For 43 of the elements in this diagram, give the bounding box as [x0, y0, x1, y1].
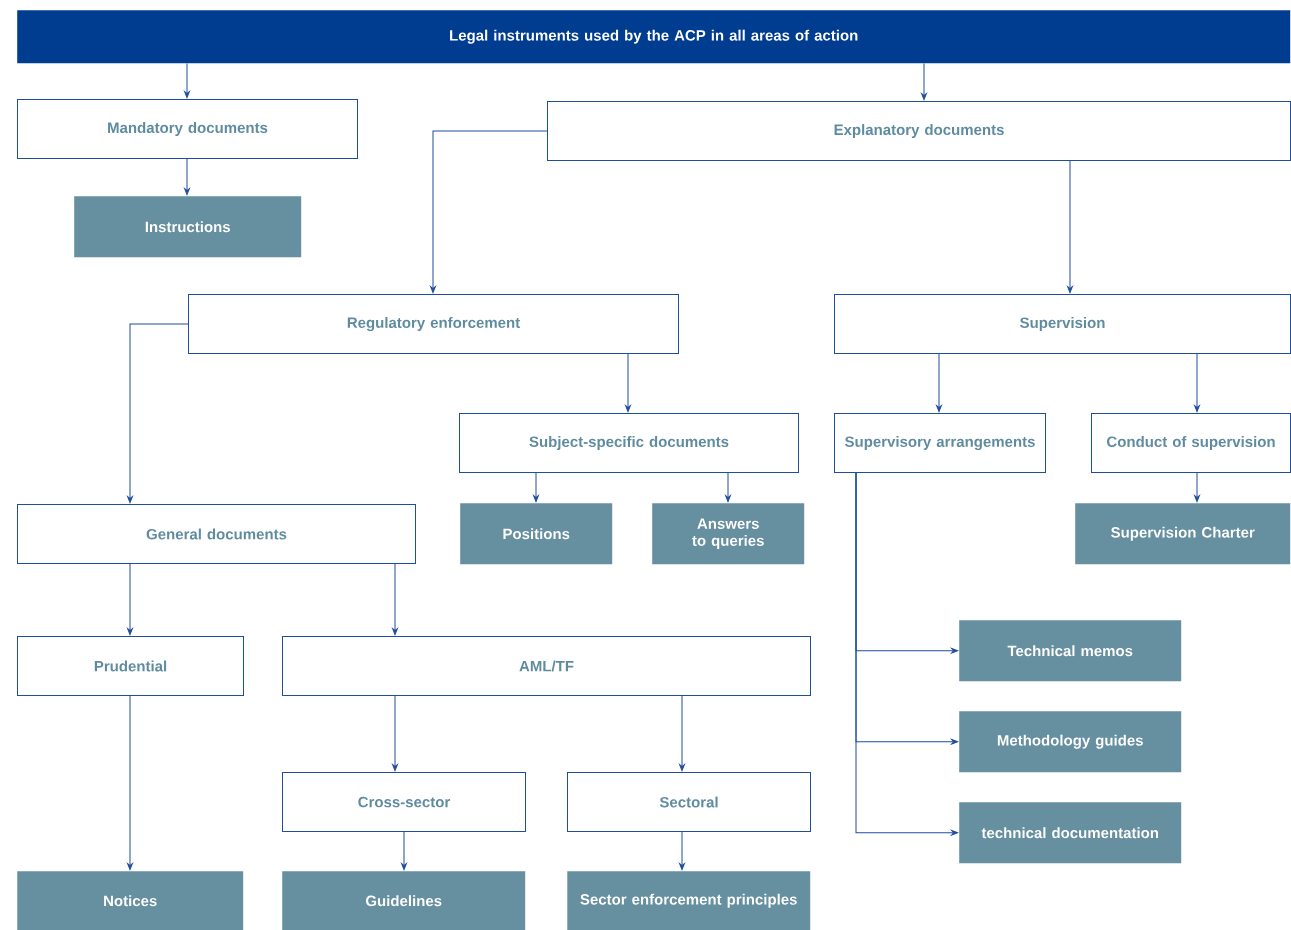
arrow [625, 353, 631, 413]
arrow [1067, 160, 1073, 294]
category-box: Prudential [17, 636, 244, 696]
category-box: Supervisory arrangements [834, 413, 1046, 473]
document-box: Notices [17, 871, 244, 930]
arrow [679, 831, 685, 871]
arrow [1194, 472, 1200, 503]
document-box: Technical memos [959, 620, 1182, 682]
arrow [127, 563, 133, 636]
category-box: AML/TF [282, 636, 811, 696]
arrow [679, 695, 685, 772]
category-box: Cross-sector [282, 772, 526, 832]
arrow [855, 472, 959, 836]
category-box: Subject-specific documents [459, 413, 799, 473]
arrow [127, 323, 189, 504]
category-box: Mandatory documents [17, 99, 358, 159]
document-box: Positions [460, 503, 613, 565]
arrow [184, 158, 190, 196]
arrow [401, 831, 407, 871]
arrow [392, 563, 398, 636]
document-box: technical documentation [959, 802, 1182, 864]
category-box: Supervision [834, 294, 1291, 354]
arrow [392, 695, 398, 772]
category-box: Explanatory documents [547, 101, 1291, 161]
category-box: Regulatory enforcement [188, 294, 679, 354]
title-banner: Legal instruments used by the ACP in all areas of action [17, 10, 1291, 64]
arrow [936, 353, 942, 413]
document-box: Instructions [74, 196, 302, 258]
arrow [921, 62, 927, 101]
arrow [430, 130, 548, 294]
category-box: Conduct of supervision [1091, 413, 1291, 473]
arrow [533, 472, 539, 503]
category-box: Sectoral [567, 772, 811, 832]
document-box: Answers to queries [652, 503, 805, 565]
document-box: Methodology guides [959, 711, 1182, 773]
arrow [725, 472, 731, 503]
arrow [184, 62, 190, 99]
document-box: Supervision Charter [1075, 503, 1291, 565]
document-box: Guidelines [282, 871, 526, 930]
arrow [1194, 353, 1200, 413]
arrow [127, 695, 133, 871]
category-box: General documents [17, 504, 416, 564]
document-box: Sector enforcement principles [567, 871, 811, 930]
